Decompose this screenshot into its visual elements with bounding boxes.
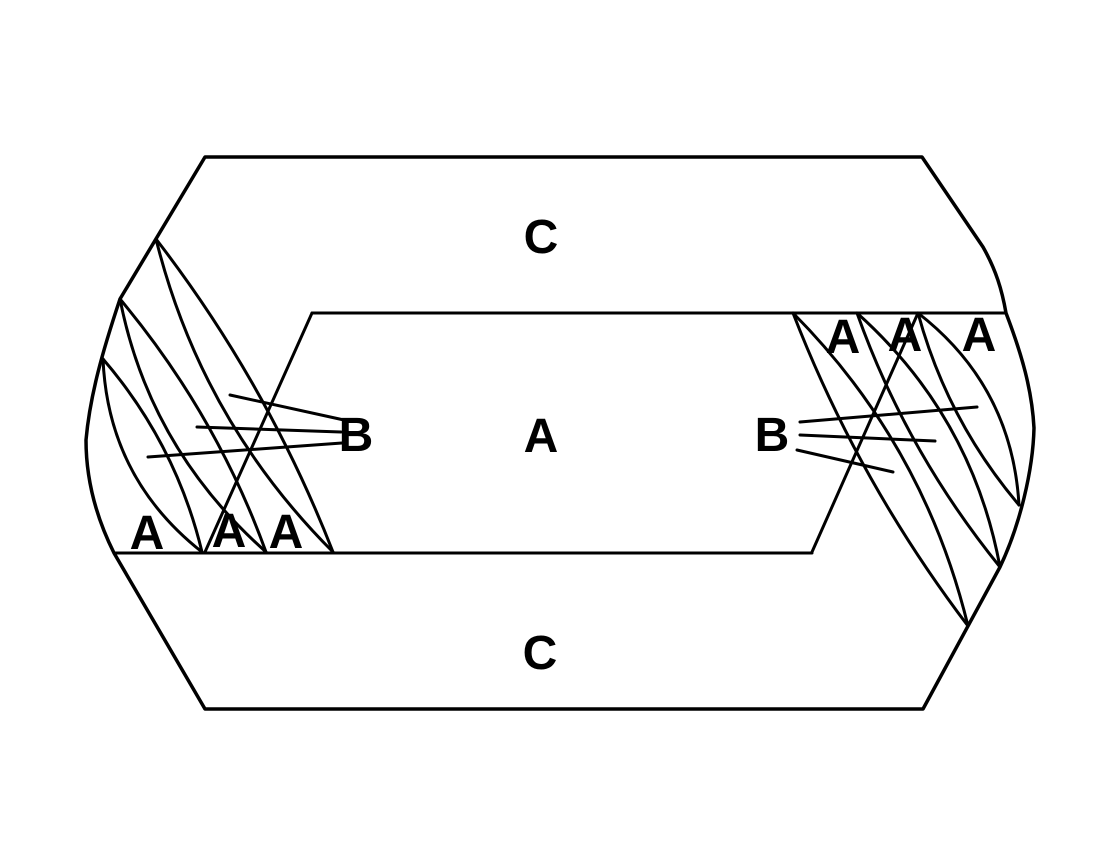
right-lens-2-outer-curve xyxy=(855,311,1002,569)
label-right-callout: B xyxy=(755,409,790,462)
label-left-callout: B xyxy=(339,409,374,462)
left-lens-3-inner-curve xyxy=(101,357,204,554)
right-lens-3-outer-curve xyxy=(916,311,1021,507)
right-lens-2-inner-curve xyxy=(855,311,1002,569)
label-bottom-band: C xyxy=(523,627,558,680)
left-lens-2-inner-curve xyxy=(118,297,268,554)
left-lens-2-outer-curve xyxy=(118,297,268,554)
core-left-edge xyxy=(203,311,314,554)
label-right-lens-2: A xyxy=(888,309,923,362)
right-callout-line-3 xyxy=(795,448,895,474)
right-callout-line-2 xyxy=(798,433,937,443)
right-callout-line-1 xyxy=(798,405,979,424)
left-lens-3-outer-curve xyxy=(101,357,204,554)
label-top-band: C xyxy=(524,211,559,264)
right-lens-1-outer-curve xyxy=(791,311,970,628)
label-left-lens-1: A xyxy=(130,507,165,560)
left-callout-line-1 xyxy=(228,393,346,422)
label-left-lens-2: A xyxy=(212,505,247,558)
left-lens-1-outer-curve xyxy=(154,237,335,554)
label-core: A xyxy=(524,410,559,463)
label-right-lens-3: A xyxy=(962,309,997,362)
outer-boundary xyxy=(84,155,1036,711)
left-callout-line-2 xyxy=(195,425,343,434)
left-lens-1-inner-curve xyxy=(154,237,335,554)
right-lens-1-inner-curve xyxy=(791,311,970,628)
left-callout-line-3 xyxy=(146,441,344,459)
right-lens-3-inner-curve xyxy=(916,311,1021,507)
core-right-edge xyxy=(810,311,920,554)
label-left-lens-3: A xyxy=(269,506,304,559)
label-right-lens-1: A xyxy=(826,311,861,364)
